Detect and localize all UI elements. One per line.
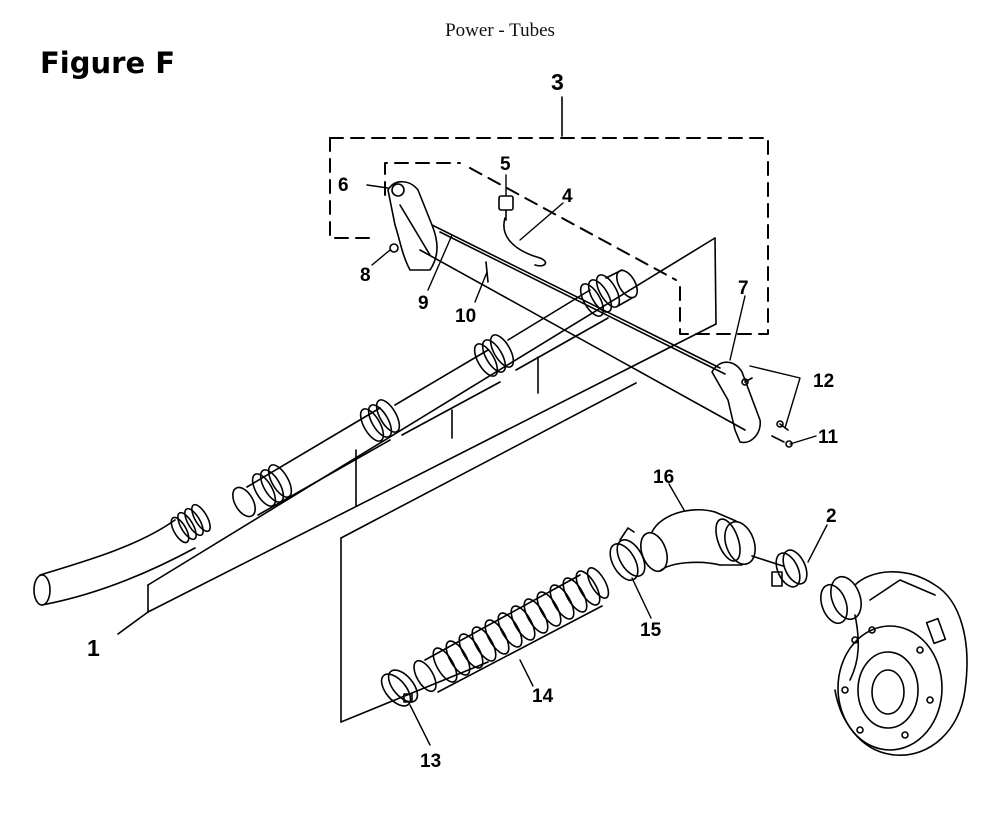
page-title: Power - Tubes <box>445 20 555 41</box>
clamp-2 <box>751 549 808 588</box>
flex-hose-bracket <box>340 382 637 723</box>
blower-housing <box>820 571 968 756</box>
callout-3: 3 <box>551 69 564 95</box>
callout-6: 6 <box>338 175 349 196</box>
callout-16: 16 <box>653 467 674 488</box>
callout-1: 1 <box>87 635 100 661</box>
flex-hose <box>413 567 610 693</box>
elbow-16 <box>640 508 756 573</box>
callout-15: 15 <box>640 620 662 641</box>
callout-10: 10 <box>455 306 476 327</box>
figure-label: Figure F <box>40 46 176 80</box>
hose-clamp-15 <box>609 527 646 581</box>
hose-clamp-13 <box>380 669 419 707</box>
leader-lines <box>366 174 828 746</box>
callout-12: 12 <box>813 371 834 392</box>
callout-8: 8 <box>360 265 371 286</box>
callout-9: 9 <box>418 293 429 314</box>
handle-assembly-bracket <box>329 137 769 335</box>
callout-2: 2 <box>826 506 837 527</box>
callout-7: 7 <box>738 278 749 299</box>
callout-4: 4 <box>562 186 573 207</box>
callout-5: 5 <box>500 154 511 175</box>
tube-assembly <box>33 237 717 635</box>
callout-11: 11 <box>818 427 839 448</box>
callout-14: 14 <box>532 686 554 707</box>
callout-13: 13 <box>420 751 441 772</box>
